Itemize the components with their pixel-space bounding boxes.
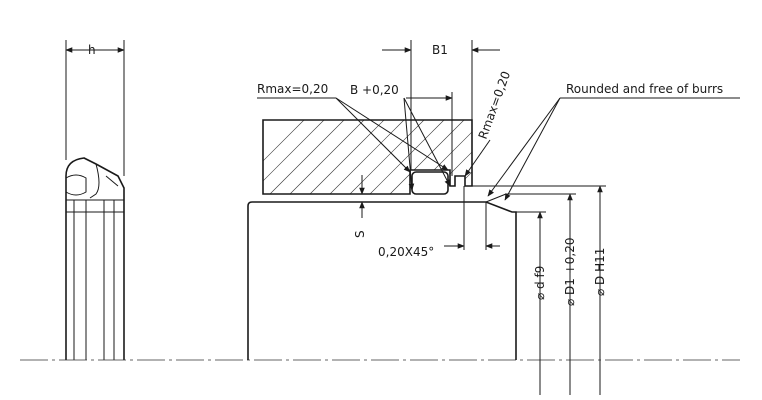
dimension-b1: B1 [382,40,500,170]
label-d-h11: ⌀ D H11 [593,248,607,296]
label-rounded: Rounded and free of burrs [566,82,723,96]
seal-ring [411,171,449,195]
seal-profile [65,157,125,360]
shaft [247,193,517,360]
dimension-h: h [65,40,125,176]
label-h: h [88,43,96,57]
label-rmax-left: Rmax=0,20 [257,82,328,96]
label-d-f9: ⌀ d f9 [533,266,547,300]
dimension-d1: ⌀ D1 +0,20 [506,193,577,395]
dimension-d-h11: ⌀ D H11 [472,185,607,395]
rounded-leader: Rounded and free of burrs [487,82,740,201]
label-chamfer: 0,20X45° [378,245,434,259]
label-b-tolerance: B +0,20 [350,83,399,97]
rmax-leader-left: Rmax=0,20 [257,82,451,191]
label-s: S [353,230,367,238]
label-b1: B1 [432,43,448,57]
dimension-b: B +0,20 [350,83,453,176]
dimension-s: S [353,175,367,238]
dimension-chamfer: 0,20X45° [378,186,500,259]
label-d1: ⌀ D1 +0,20 [563,237,577,306]
dimension-d-f9: ⌀ d f9 [516,211,547,395]
label-rmax-rotated: Rmax=0,20 [476,69,514,141]
